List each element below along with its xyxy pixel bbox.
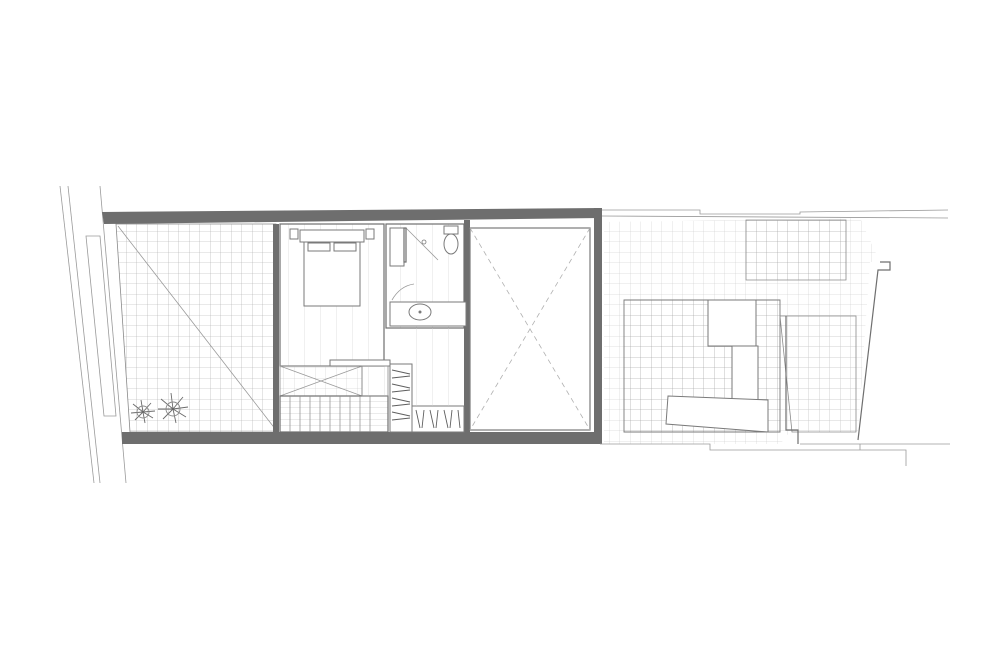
exterior-walls <box>102 208 602 444</box>
closet <box>389 328 465 433</box>
plant-icon <box>158 392 189 424</box>
bathroom <box>385 223 467 329</box>
bed-icon <box>289 228 375 307</box>
bedroom <box>279 223 385 367</box>
left-boundary-lines <box>59 185 127 484</box>
toilet-icon <box>443 225 459 255</box>
double-height-void <box>469 227 591 431</box>
plant-icon <box>130 399 156 424</box>
left-terrace <box>115 223 279 433</box>
washbasin-icon <box>389 301 467 327</box>
stair-hall <box>279 359 391 433</box>
neighbouring-roof <box>600 209 950 466</box>
